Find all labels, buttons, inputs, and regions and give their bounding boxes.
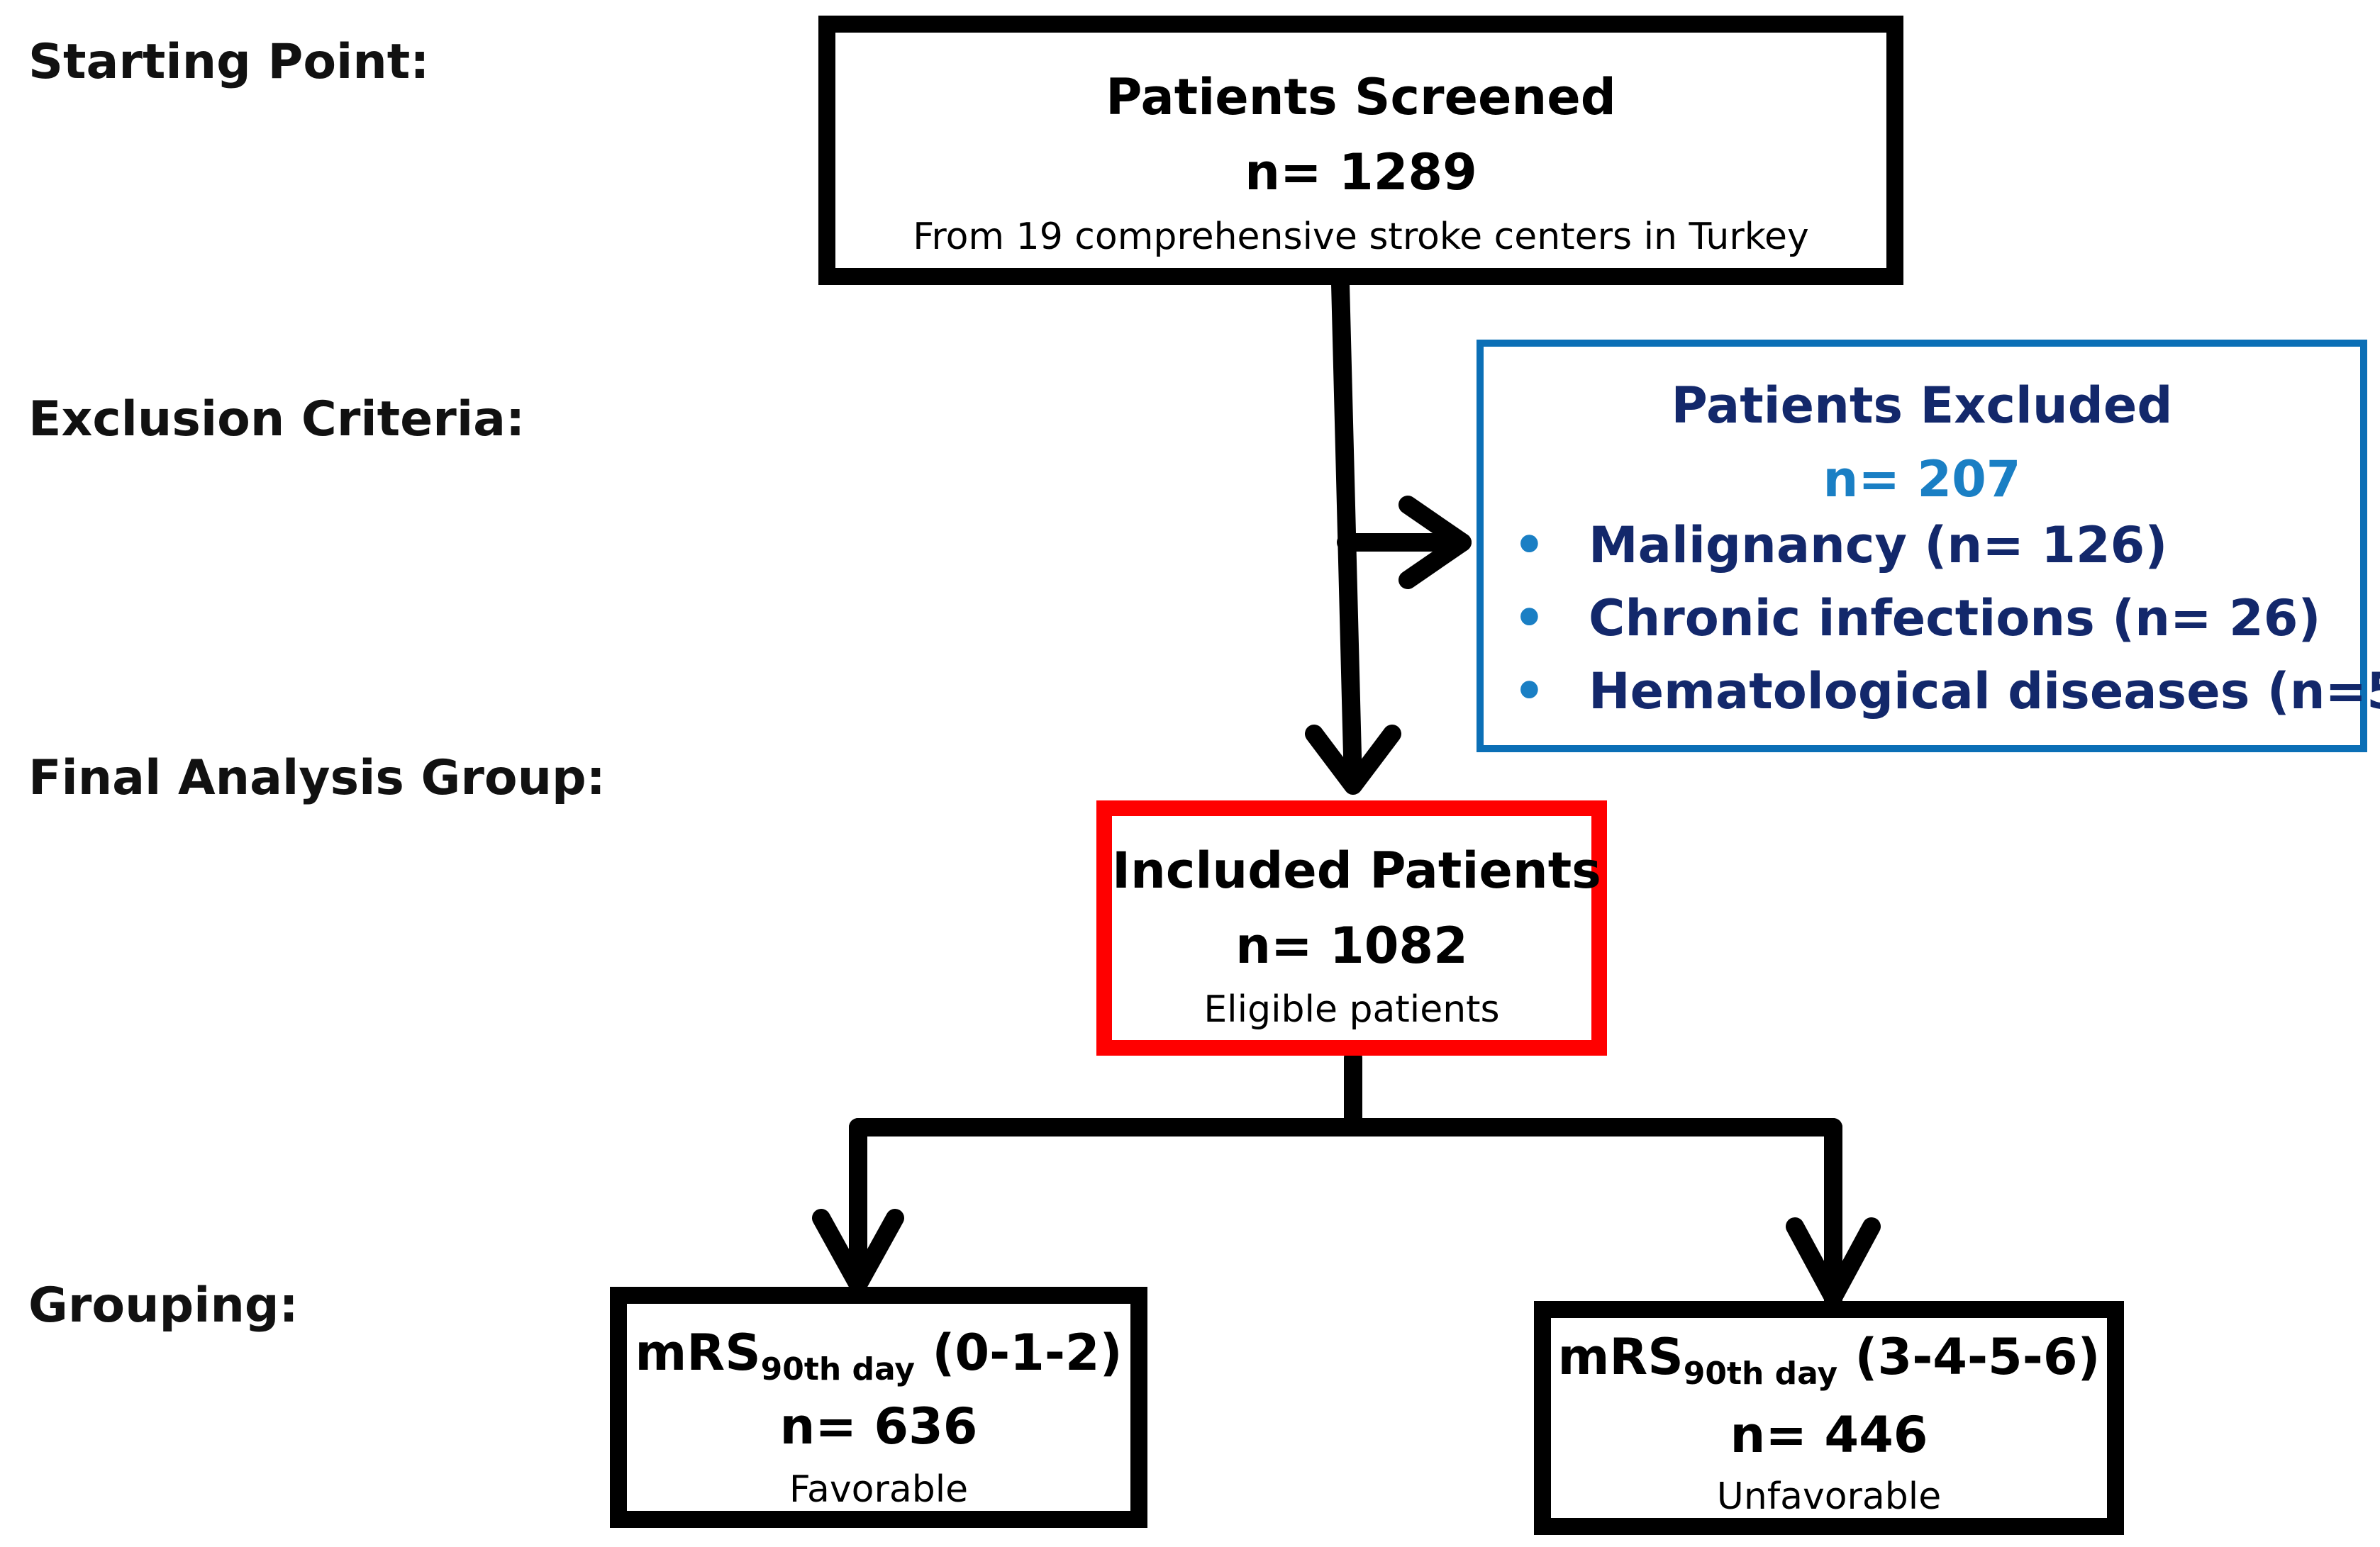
group-label: mRS	[1557, 1328, 1684, 1386]
exclusion-item-label: Chronic infections (n= 26)	[1589, 589, 2321, 647]
group-favorable-box: mRS90th day (0-1-2) n= 636 Favorable	[610, 1287, 1147, 1528]
group-unfavorable-note: Unfavorable	[1716, 1475, 1942, 1518]
exclusion-item-hematological-diseases: • Hematological diseases (n=55)	[1498, 656, 2380, 729]
exclusion-criteria-list: • Malignancy (n= 126) • Chronic infectio…	[1498, 510, 2380, 729]
group-favorable-count: n= 636	[779, 1397, 978, 1456]
arrowhead-excluded	[1398, 496, 1472, 589]
stage-label-final-analysis-group: Final Analysis Group:	[28, 750, 606, 806]
group-favorable-note: Favorable	[789, 1468, 969, 1511]
group-subscript: 90th day	[760, 1351, 916, 1387]
included-note: Eligible patients	[1203, 988, 1500, 1031]
group-unfavorable-count: n= 446	[1730, 1406, 1928, 1464]
patients-screened-box: Patients Screened n= 1289 From 19 compre…	[818, 16, 1903, 285]
group-subscript: 90th day	[1683, 1356, 1838, 1392]
screened-title: Patients Screened	[1106, 68, 1616, 126]
bullet-icon: •	[1513, 516, 1545, 574]
included-count: n= 1082	[1235, 917, 1468, 975]
group-unfavorable-box: mRS90th day (3-4-5-6) n= 446 Unfavorable	[1534, 1301, 2124, 1535]
exclusion-item-label: Malignancy (n= 126)	[1589, 516, 2168, 574]
group-favorable-title: mRS90th day (0-1-2)	[627, 1328, 1130, 1385]
screened-count: n= 1289	[1245, 143, 1477, 201]
group-unfavorable-title: mRS90th day (3-4-5-6)	[1551, 1332, 2107, 1390]
stage-label-starting-point: Starting Point:	[28, 34, 430, 90]
arrowhead-left-group	[812, 1209, 904, 1294]
included-title: Included Patients	[1112, 842, 1601, 900]
exclusion-item-chronic-infections: • Chronic infections (n= 26)	[1498, 583, 2380, 656]
exclusion-item-label: Hematological diseases (n=55)	[1589, 662, 2380, 720]
excluded-count: n= 207	[1823, 450, 2021, 508]
stage-label-grouping: Grouping:	[28, 1278, 299, 1334]
exclusion-item-malignancy: • Malignancy (n= 126)	[1498, 510, 2380, 583]
group-label: mRS	[635, 1324, 761, 1382]
group-range: (3-4-5-6)	[1854, 1328, 2101, 1386]
group-range: (0-1-2)	[932, 1324, 1123, 1382]
included-patients-box: Included Patients n= 1082 Eligible patie…	[1096, 800, 1607, 1056]
excluded-title: Patients Excluded	[1671, 376, 2173, 435]
patients-excluded-box: Patients Excluded n= 207 • Malignancy (n…	[1477, 340, 2380, 752]
bullet-icon: •	[1513, 589, 1545, 647]
stage-label-exclusion-criteria: Exclusion Criteria:	[28, 391, 526, 447]
bullet-icon: •	[1513, 662, 1545, 720]
screened-note: From 19 comprehensive stroke centers in …	[913, 216, 1809, 258]
arrowhead-right-group	[1786, 1217, 1881, 1307]
arrowhead-included	[1305, 725, 1401, 795]
